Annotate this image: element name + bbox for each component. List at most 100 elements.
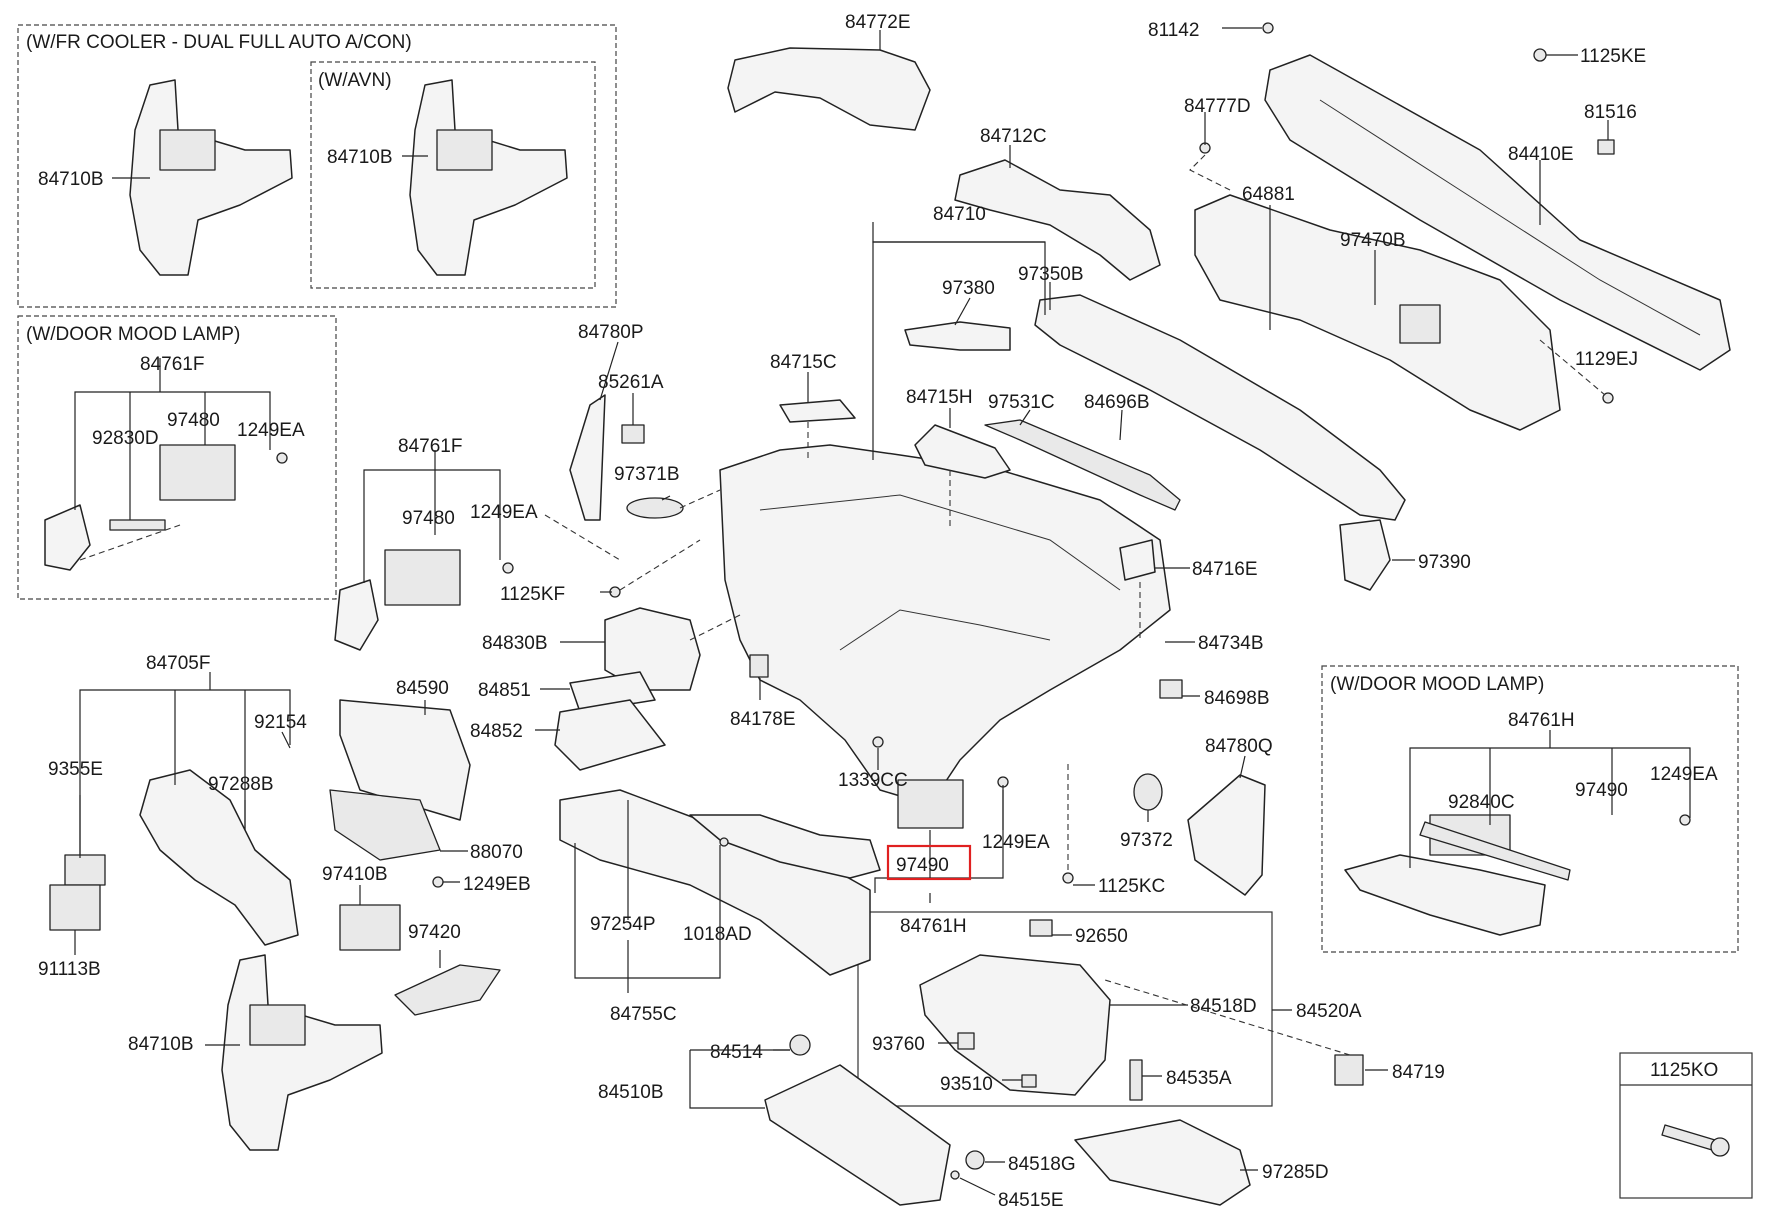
part-label[interactable]: 1339CC (838, 770, 908, 791)
center-fascia-screen-2 (436, 129, 493, 171)
part-label[interactable]: 81516 (1584, 102, 1637, 123)
part-label[interactable]: 84761H (1508, 710, 1575, 731)
lamp-92650-shape (1029, 919, 1053, 937)
part-label[interactable]: 97531C (988, 392, 1055, 413)
part-label[interactable]: 84178E (730, 709, 796, 730)
part-label[interactable]: 1129EJ (1575, 349, 1638, 370)
part-label[interactable]: 84518D (1190, 996, 1257, 1017)
part-label[interactable]: 84510B (598, 1082, 664, 1103)
part-label[interactable]: 1125KE (1580, 46, 1646, 67)
crash-pad-detail-1 (759, 494, 1121, 591)
grille-97372-shape (1133, 773, 1163, 811)
part-label[interactable]: 84710B (128, 1034, 194, 1055)
part-label[interactable]: 97350B (1018, 264, 1084, 285)
air-duct-vent (1399, 304, 1441, 344)
part-label[interactable]: 84719 (1392, 1062, 1445, 1083)
part-label[interactable]: 84755C (610, 1004, 677, 1025)
part-label[interactable]: 64881 (1242, 184, 1295, 205)
part-label[interactable]: 84696B (1084, 392, 1150, 413)
part-label[interactable]: 92830D (92, 428, 159, 449)
part-label[interactable]: 84705F (146, 653, 210, 674)
duct-cover-shape (727, 47, 931, 131)
part-label[interactable]: 92840C (1448, 792, 1515, 813)
pad-84715c-shape (779, 399, 856, 423)
part-label[interactable]: 84712C (980, 126, 1047, 147)
switch-93510-shape (1021, 1074, 1037, 1088)
part-label[interactable]: 1249EA (1650, 764, 1718, 785)
part-label[interactable]: 84710 (933, 204, 986, 225)
part-label[interactable]: 97371B (614, 464, 680, 485)
part-label[interactable]: 1125KO (1650, 1060, 1718, 1081)
part-label[interactable]: 84761F (140, 354, 204, 375)
part-label[interactable]: 84772E (845, 12, 911, 33)
part-label[interactable]: 88070 (470, 842, 523, 863)
bracket-84712c-shape (954, 159, 1161, 281)
part-label[interactable]: 97390 (1418, 552, 1471, 573)
part-label[interactable]: 1249EA (982, 832, 1050, 853)
part-label-highlighted[interactable]: 97490 (896, 855, 949, 876)
screw-1249ea-r-shape (1679, 814, 1691, 826)
part-label[interactable]: 84852 (470, 721, 523, 742)
mood-lamp-left-vent (159, 444, 236, 501)
part-label[interactable]: 84761F (398, 436, 462, 457)
part-label[interactable]: 92650 (1075, 926, 1128, 947)
part-label[interactable]: 97288B (208, 774, 274, 795)
part-label[interactable]: 1249EA (470, 502, 538, 523)
part-label[interactable]: 84518G (1008, 1154, 1076, 1175)
part-label[interactable]: 81142 (1148, 20, 1199, 41)
part-label[interactable]: 1125KF (500, 584, 565, 605)
part-label[interactable]: 1018AD (683, 924, 752, 945)
part-label[interactable]: 84780Q (1205, 736, 1273, 757)
part-label[interactable]: 84851 (478, 680, 531, 701)
part-label[interactable]: 84514 (710, 1042, 763, 1063)
part-label[interactable]: 84715C (770, 352, 837, 373)
part-label[interactable]: 84777D (1184, 96, 1251, 117)
part-label[interactable]: 84410E (1508, 144, 1574, 165)
cover-84716e-shape (1119, 539, 1156, 581)
part-label[interactable]: 97380 (942, 278, 995, 299)
part-label[interactable]: 97254P (590, 914, 656, 935)
part-label[interactable]: 97470B (1340, 230, 1406, 251)
part-label[interactable]: 84515E (998, 1190, 1064, 1211)
part-label[interactable]: 1125KC (1098, 876, 1165, 897)
cluster-fascia-shape (604, 607, 701, 691)
part-label[interactable]: 97480 (167, 410, 220, 431)
screw-1125kc-shape (1062, 872, 1074, 884)
part-label[interactable]: 84710B (327, 147, 393, 168)
part-label[interactable]: 84535A (1166, 1068, 1232, 1089)
part-label[interactable]: 93510 (940, 1074, 993, 1095)
part-label[interactable]: 84830B (482, 633, 548, 654)
part-label[interactable]: 85261A (598, 372, 664, 393)
part-label[interactable]: 84520A (1296, 1001, 1362, 1022)
highlight-97490-box[interactable] (886, 844, 972, 881)
part-label[interactable]: 97410B (322, 864, 388, 885)
part-label[interactable]: 97480 (402, 508, 455, 529)
part-label[interactable]: 84590 (396, 678, 449, 699)
part-label[interactable]: 1249EB (463, 874, 531, 895)
nut-1125ke-shape (1533, 48, 1547, 62)
part-label[interactable]: 91113B (38, 959, 101, 980)
screw-84515e-shape (950, 1170, 960, 1180)
part-label[interactable]: 84715H (906, 387, 973, 408)
mood-lamp-right-strip (1419, 821, 1571, 881)
part-label[interactable]: 1249EA (237, 420, 305, 441)
part-label[interactable]: 84710B (38, 169, 104, 190)
screw-1249ea-a-shape (276, 452, 288, 464)
center-fascia-screen-1 (159, 129, 216, 171)
part-label[interactable]: 84698B (1204, 688, 1270, 709)
panel-84590-shape (339, 699, 471, 821)
part-label[interactable]: 84780P (578, 322, 644, 343)
part-label[interactable]: 84761H (900, 916, 967, 937)
part-label[interactable]: 97285D (1262, 1162, 1329, 1183)
section-title-avn: (W/AVN) (318, 70, 392, 91)
part-label[interactable]: 97420 (408, 922, 461, 943)
part-label[interactable]: 97372 (1120, 830, 1173, 851)
part-label[interactable]: 9355E (48, 759, 103, 780)
side-panel-84780p-shape (569, 394, 606, 521)
part-label[interactable]: 84716E (1192, 559, 1258, 580)
part-label[interactable]: 93760 (872, 1034, 925, 1055)
part-label[interactable]: 97490 (1575, 780, 1628, 801)
crash-pad-detail-2 (839, 609, 1051, 651)
part-label[interactable]: 92154 (254, 712, 307, 733)
part-label[interactable]: 84734B (1198, 633, 1264, 654)
